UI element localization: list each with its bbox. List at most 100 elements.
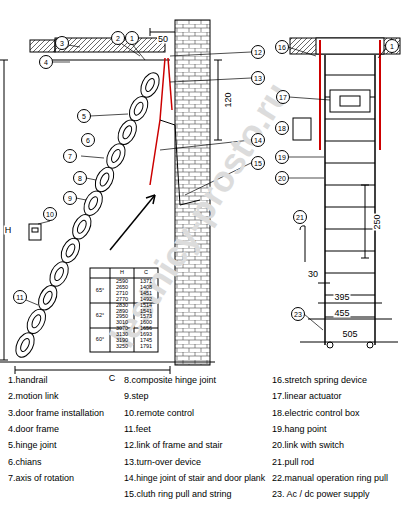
legend-item: 13.turn-over device bbox=[124, 457, 201, 466]
table-cell: 1791 bbox=[140, 344, 152, 350]
legend-item: 2.motion link bbox=[8, 392, 59, 401]
legend-item: 1.handrail bbox=[8, 376, 48, 385]
legend-item: 23. Ac / dc power supply bbox=[272, 490, 370, 499]
callout-number: 5 bbox=[77, 109, 91, 123]
legend-item: 3.door frame installation bbox=[8, 408, 104, 417]
table-cell: 3010 bbox=[116, 321, 128, 327]
callout-number: 7 bbox=[63, 149, 77, 163]
chain-link bbox=[137, 70, 163, 100]
table-cell: H bbox=[120, 270, 124, 276]
callout-number: 6 bbox=[81, 133, 95, 147]
dimension: 395 bbox=[333, 293, 350, 302]
chain-link bbox=[12, 330, 38, 360]
legend-item: 17.linear actuator bbox=[272, 392, 342, 401]
ladder-rung bbox=[325, 119, 375, 120]
table-cell: 2830 bbox=[116, 303, 128, 309]
callout-number: 11 bbox=[13, 290, 27, 304]
ladder-rung bbox=[325, 185, 375, 186]
chain-link bbox=[92, 164, 118, 194]
callout-number: 13 bbox=[251, 71, 265, 85]
legend-item: 19.hang point bbox=[272, 424, 327, 433]
table-cell: 3070 bbox=[116, 326, 128, 332]
table-cell: 65° bbox=[96, 288, 104, 294]
callout-number: 12 bbox=[251, 45, 265, 59]
ladder-rung bbox=[325, 273, 375, 274]
legend-item: 9.step bbox=[124, 392, 149, 401]
dimension: 505 bbox=[341, 330, 358, 339]
dimension: C bbox=[108, 374, 117, 383]
callout-number: 9 bbox=[63, 191, 77, 205]
callout-number: 1 bbox=[125, 31, 139, 45]
callout-number: 17 bbox=[276, 90, 290, 104]
chain-link bbox=[35, 283, 61, 313]
legend-item: 21.pull rod bbox=[272, 457, 314, 466]
legend-item: 7.axis of rotation bbox=[8, 473, 74, 482]
dimension: 455 bbox=[333, 309, 350, 318]
chain-link bbox=[126, 93, 152, 123]
dimension: 30 bbox=[307, 270, 319, 279]
table-cell: 1745 bbox=[140, 338, 152, 344]
legend-item: 8.composite hinge joint bbox=[124, 376, 216, 385]
callout-number: 1 bbox=[385, 39, 399, 53]
chain-link bbox=[46, 259, 72, 289]
table-cell: 2770 bbox=[116, 297, 128, 303]
table-cell: 3250 bbox=[116, 344, 128, 350]
ladder-rung bbox=[325, 75, 375, 76]
table-cell: 1600 bbox=[140, 321, 152, 327]
table-cell: 3190 bbox=[116, 338, 128, 344]
callout-number: 10 bbox=[43, 207, 57, 221]
legend-item: 15.cluth ring pull and string bbox=[124, 490, 232, 499]
callout-number: 21 bbox=[293, 210, 307, 224]
chain-link bbox=[69, 212, 95, 242]
ladder-rung bbox=[325, 141, 375, 142]
chain-link bbox=[58, 235, 84, 265]
table-cell: 2590 bbox=[116, 279, 128, 285]
legend-item: 12.link of frame and stair bbox=[124, 441, 223, 450]
callout-number: 3 bbox=[55, 36, 69, 50]
chain-link bbox=[114, 117, 140, 147]
table-cell: 1693 bbox=[140, 332, 152, 338]
dimension: H bbox=[4, 226, 13, 235]
table-cell: 2710 bbox=[116, 291, 128, 297]
callout-number: 4 bbox=[39, 55, 53, 69]
chain-link bbox=[80, 188, 106, 218]
legend-item: 20.link with switch bbox=[272, 441, 344, 450]
legend-item: 16.stretch spring device bbox=[272, 376, 367, 385]
table-cell: 1541 bbox=[140, 309, 152, 315]
callout-number: 20 bbox=[275, 171, 289, 185]
callout-number: 15 bbox=[251, 156, 265, 170]
legend-item: 5.hinge joint bbox=[8, 441, 57, 450]
table-cell: 1492 bbox=[140, 297, 152, 303]
table-cell: C bbox=[144, 270, 148, 276]
legend-item: 4.door frame bbox=[8, 424, 59, 433]
legend-item: 22.manual operation ring pull bbox=[272, 473, 388, 482]
table-cell: 2950 bbox=[116, 315, 128, 321]
chain-link bbox=[103, 141, 129, 171]
ladder-rung bbox=[325, 251, 375, 252]
table-cell: 1573 bbox=[140, 315, 152, 321]
table-cell: 2650 bbox=[116, 285, 128, 291]
table-cell: 62° bbox=[96, 313, 104, 319]
table-cell: 60° bbox=[96, 337, 104, 343]
legend-item: 11.feet bbox=[124, 424, 151, 433]
callout-number: 19 bbox=[275, 150, 289, 164]
callout-number: 16 bbox=[275, 40, 289, 54]
dimension: 250 bbox=[373, 213, 382, 230]
table-cell: 1656 bbox=[140, 326, 152, 332]
table-cell: 2890 bbox=[116, 309, 128, 315]
legend-item: 10.remote control bbox=[124, 408, 194, 417]
callout-number: 2 bbox=[111, 31, 125, 45]
dimension: 120 bbox=[224, 91, 233, 108]
chain-link bbox=[23, 306, 49, 336]
table-cell: 1371 bbox=[140, 279, 152, 285]
legend-item: 14.hinge joint of stair and door plank bbox=[124, 473, 265, 482]
ladder-rung bbox=[325, 229, 375, 230]
table-cell: 1451 bbox=[140, 291, 152, 297]
callout-number: 18 bbox=[275, 121, 289, 135]
ladder-rung bbox=[325, 163, 375, 164]
callout-number: 14 bbox=[251, 133, 265, 147]
table-cell: 1514 bbox=[140, 303, 152, 309]
ladder-rung bbox=[325, 207, 375, 208]
callout-number: 8 bbox=[73, 171, 87, 185]
